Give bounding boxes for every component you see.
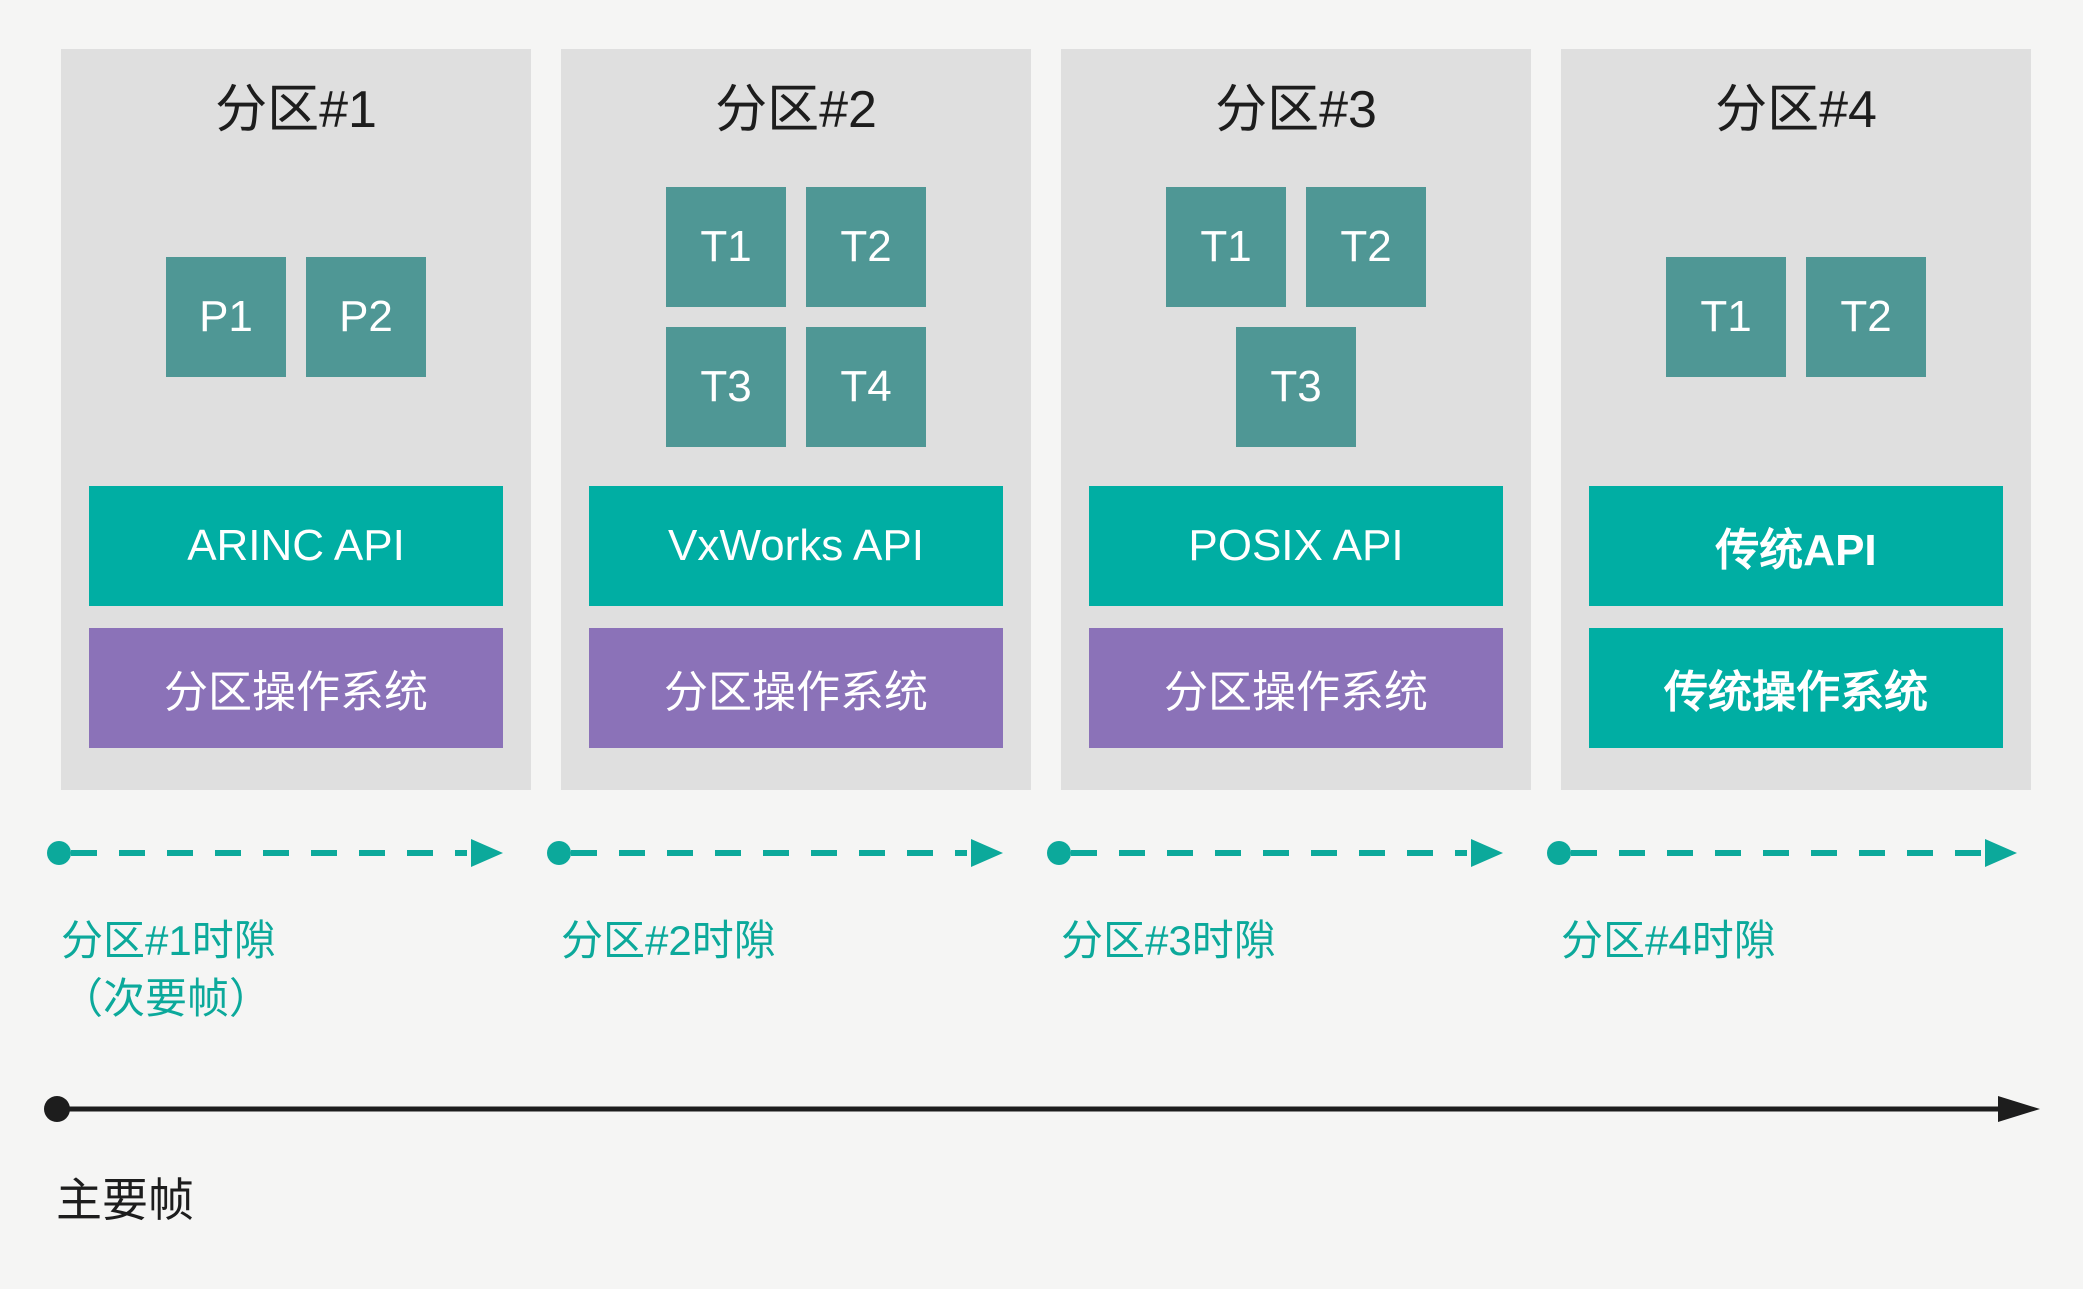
partition-title: 分区#4 xyxy=(1715,81,1877,139)
task-box: T4 xyxy=(806,326,926,447)
process-box: P2 xyxy=(306,256,426,377)
major-frame-label: 主要帧 xyxy=(56,1174,194,1226)
slot-timeline-2 xyxy=(547,838,1017,868)
slot-label-text: 分区#1时隙 xyxy=(61,917,276,964)
task-box: T3 xyxy=(1236,326,1356,447)
partition-title: 分区#3 xyxy=(1215,81,1377,139)
major-frame-timeline xyxy=(44,1094,2083,1124)
slot-label-1: 分区#1时隙 （次要帧） xyxy=(61,912,531,1052)
os-bar: 传统操作系统 xyxy=(1589,628,2003,748)
slot-timeline-3 xyxy=(1047,838,1517,868)
partition-panel-3: 分区#3 T1 T2 T3 POSIX API 分区操作系统 xyxy=(1061,49,1531,790)
partition-panel-1: 分区#1 P1 P2 ARINC API 分区操作系统 xyxy=(61,49,531,790)
partition-title: 分区#2 xyxy=(715,81,877,139)
api-bar: 传统API xyxy=(1589,486,2003,606)
partition-panel-2: 分区#2 T1 T2 T3 T4 VxWorks API 分区操作系统 xyxy=(561,49,1031,790)
process-box-area: P1 P2 xyxy=(89,147,503,486)
task-box: T1 xyxy=(1166,186,1286,307)
task-box-area: T1 T2 xyxy=(1589,147,2003,486)
slot-timeline-1 xyxy=(47,838,517,868)
task-box: T2 xyxy=(1806,256,1926,377)
solid-arrow-icon xyxy=(44,1096,2040,1122)
os-bar: 分区操作系统 xyxy=(89,628,503,748)
partition-scheduling-diagram: 分区#1 P1 P2 ARINC API 分区操作系统 分区#2 T1 T2 T… xyxy=(0,49,2083,1289)
slot-labels-row: 分区#1时隙 （次要帧） 分区#2时隙 分区#3时隙 分区#4时隙 xyxy=(61,912,2083,1052)
slot-timelines-row xyxy=(47,838,2083,868)
slot-label-text: 分区#3时隙 xyxy=(1061,917,1276,964)
task-box: T2 xyxy=(1306,186,1426,307)
api-bar: VxWorks API xyxy=(589,486,1003,606)
dashed-arrow-icon xyxy=(547,839,1003,867)
slot-label-text: 分区#4时隙 xyxy=(1561,917,1776,964)
panels-row: 分区#1 P1 P2 ARINC API 分区操作系统 分区#2 T1 T2 T… xyxy=(61,49,2083,790)
os-bar: 分区操作系统 xyxy=(1089,628,1503,748)
api-bar: POSIX API xyxy=(1089,486,1503,606)
slot-sublabel-text: （次要帧） xyxy=(61,975,272,1022)
partition-title: 分区#1 xyxy=(215,81,377,139)
partition-panel-4: 分区#4 T1 T2 传统API 传统操作系统 xyxy=(1561,49,2031,790)
task-box: T1 xyxy=(666,186,786,307)
slot-label-2: 分区#2时隙 xyxy=(561,912,1031,1052)
os-bar: 分区操作系统 xyxy=(589,628,1003,748)
slot-label-text: 分区#2时隙 xyxy=(561,917,776,964)
slot-label-3: 分区#3时隙 xyxy=(1061,912,1531,1052)
process-box: P1 xyxy=(166,256,286,377)
task-box-area: T1 T2 T3 T4 xyxy=(589,147,1003,486)
dashed-arrow-icon xyxy=(1547,839,2017,867)
dashed-arrow-icon xyxy=(47,839,503,867)
task-box: T1 xyxy=(1666,256,1786,377)
task-box: T3 xyxy=(666,326,786,447)
slot-timeline-4 xyxy=(1547,838,2017,868)
slot-label-4: 分区#4时隙 xyxy=(1561,912,2031,1052)
dashed-arrow-icon xyxy=(1047,839,1503,867)
task-box-area: T1 T2 T3 xyxy=(1089,147,1503,486)
api-bar: ARINC API xyxy=(89,486,503,606)
task-box: T2 xyxy=(806,186,926,307)
